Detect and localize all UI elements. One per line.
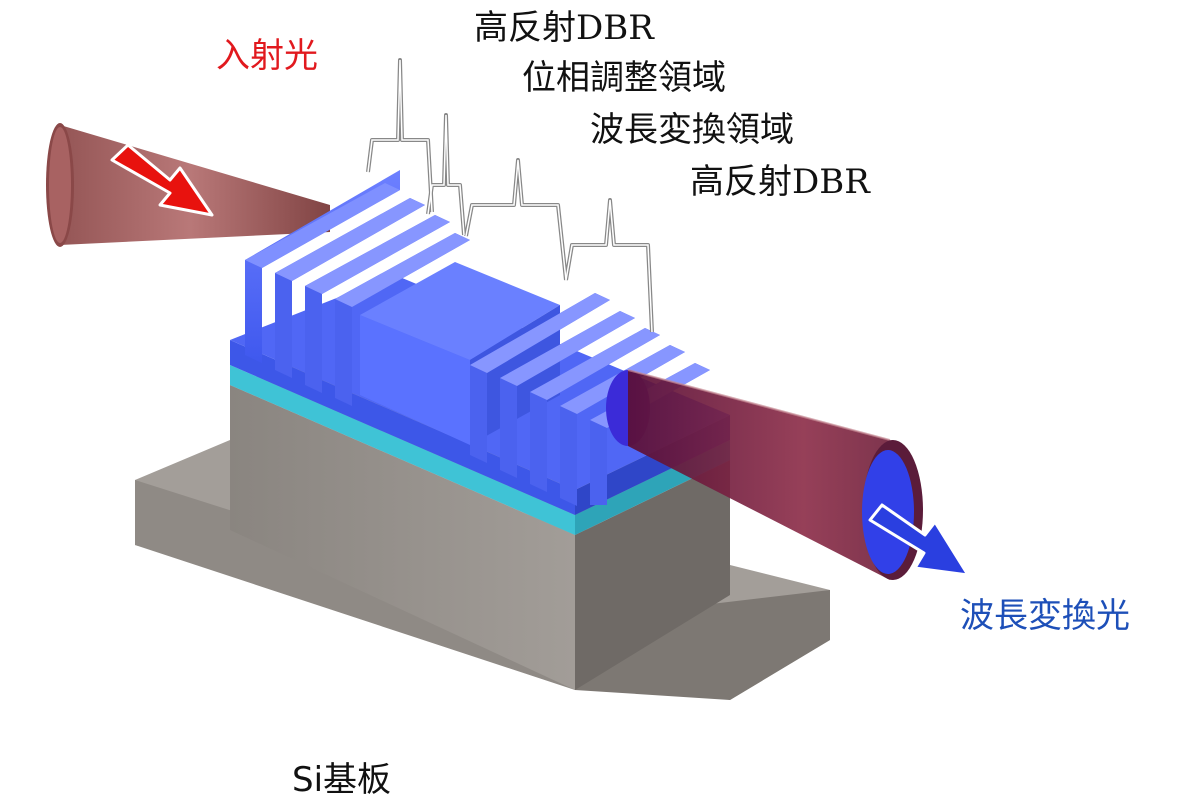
- phase-adjust-region-label: 位相調整領域: [522, 58, 726, 98]
- output-beam: [606, 369, 923, 580]
- high-reflect-dbr-label-2: 高反射DBR: [690, 162, 870, 202]
- high-reflect-dbr-label-1: 高反射DBR: [474, 8, 654, 48]
- input-arrow: [110, 143, 214, 217]
- converted-light-label: 波長変換光: [960, 596, 1130, 636]
- wavelength-conversion-region-label: 波長変換領域: [590, 110, 794, 150]
- substrate-label: Si基板: [292, 760, 392, 800]
- output-arrow: [868, 503, 970, 577]
- dbr-left: [245, 170, 470, 406]
- incident-light-label: 入射光: [216, 36, 318, 76]
